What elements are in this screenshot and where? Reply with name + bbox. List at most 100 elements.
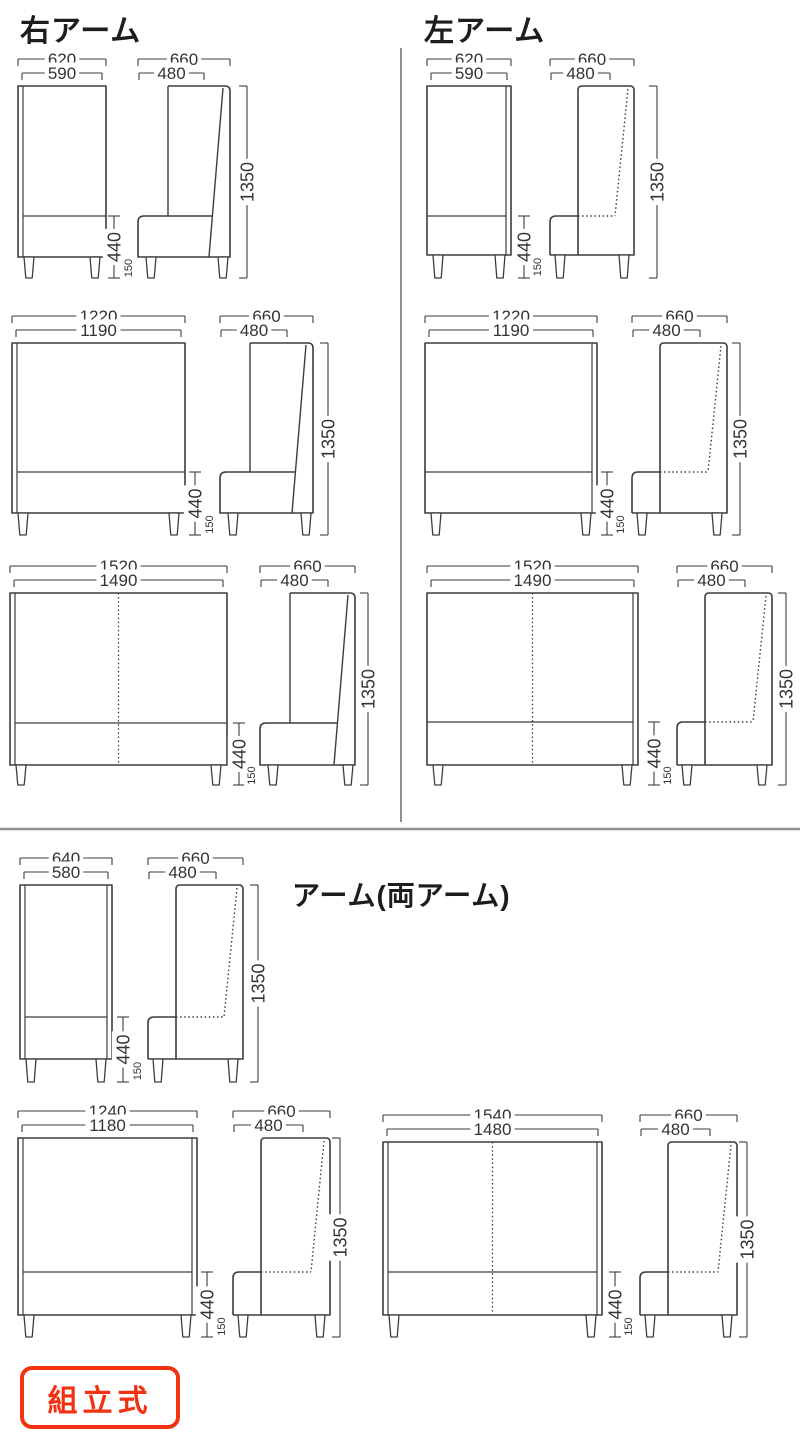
seat-bump-outline [232, 1271, 261, 1315]
leg-height-dim-label: 150 [204, 515, 216, 533]
leg [145, 256, 157, 279]
front-outline [17, 1137, 198, 1316]
front-outline [19, 884, 113, 1060]
leg-height-dim-label: 150 [216, 1317, 228, 1335]
dim-label-mask [183, 485, 205, 522]
front-inner-dim-label: 1180 [89, 1116, 126, 1135]
dim-label-mask [595, 485, 617, 522]
front-outline [9, 592, 228, 766]
leg-height-dim-label: 150 [532, 258, 544, 276]
leg [430, 512, 442, 536]
leg [168, 512, 180, 536]
seat-bump-outline [676, 721, 705, 765]
height-dim-label: 1350 [647, 162, 667, 202]
dim-label-mask [642, 735, 664, 772]
leg-height-dim-label: 150 [132, 1062, 144, 1080]
front-outline [382, 1141, 603, 1316]
dim-label-mask [530, 254, 543, 280]
seat-height-dim-label: 440 [197, 1289, 217, 1319]
leg [721, 1314, 733, 1338]
leg [227, 1058, 239, 1083]
leg [644, 1314, 656, 1338]
dim-label-mask [195, 1286, 217, 1323]
seat-height-dim-label: 440 [185, 488, 205, 518]
side-inner-dim-label: 480 [661, 1120, 689, 1139]
side-view [259, 592, 356, 786]
seat-height-dim-label: 440 [113, 1034, 133, 1064]
dim-label-mask [165, 861, 200, 882]
dim-label-mask [470, 1118, 515, 1139]
seat-height-dim-label: 440 [605, 1289, 625, 1319]
section-title-0: 右アーム [20, 15, 142, 48]
leg [494, 254, 506, 279]
dim-label-mask [694, 569, 729, 590]
side-inner-dim-label: 480 [240, 321, 268, 340]
front-view [17, 85, 107, 279]
dim-label-mask [488, 319, 534, 340]
front-outline [11, 342, 186, 514]
dim-label-mask [451, 62, 487, 83]
dim-label-mask [244, 763, 257, 788]
arm-slab-outline [550, 85, 635, 256]
dim-label-mask [510, 569, 555, 590]
side-inner-dim-label: 480 [157, 64, 185, 83]
dim-label-mask [649, 319, 684, 340]
seat-height-dim-label: 440 [514, 232, 534, 262]
backrest-slant-line [208, 87, 224, 258]
leg [95, 1058, 107, 1083]
side-inner-dim-label: 480 [280, 571, 308, 590]
leg [267, 764, 279, 786]
dim-label-mask [246, 960, 268, 1007]
dim-label-mask [277, 569, 312, 590]
dim-label-mask [214, 1314, 227, 1339]
leg [217, 256, 229, 279]
leg [621, 764, 633, 786]
front-inner-dim-label: 1190 [493, 321, 530, 340]
backrest-slant-line [333, 594, 349, 766]
dim-label-mask [130, 1058, 143, 1084]
arm-slab-outline [233, 1137, 331, 1316]
arm-slab-outline [677, 592, 773, 766]
height-dim-label: 1350 [737, 1219, 757, 1259]
side-view [232, 1137, 331, 1338]
leg [23, 256, 35, 279]
leg [342, 764, 354, 786]
dim-label-mask [328, 1214, 350, 1261]
front-inner-dim-label: 1490 [514, 571, 552, 590]
side-view [631, 342, 728, 536]
leg [681, 764, 693, 786]
front-outline [426, 592, 639, 766]
seat-bump-outline [631, 471, 660, 513]
dim-label-mask [658, 1118, 693, 1139]
dim-label-mask [621, 1314, 634, 1339]
side-inner-dim-label: 480 [168, 863, 196, 882]
front-view [9, 592, 228, 786]
leg [300, 512, 312, 536]
leg [388, 1314, 400, 1338]
arm-slab-outline [148, 884, 244, 1060]
side-view [676, 592, 773, 786]
front-view [382, 1141, 603, 1338]
leg [17, 512, 29, 536]
side-view [219, 342, 314, 536]
arm-slab-outline [640, 1141, 738, 1316]
front-outline [426, 85, 512, 256]
dim-label-mask [563, 62, 598, 83]
side-view [147, 884, 244, 1083]
side-view [137, 85, 231, 279]
leg [585, 1314, 597, 1338]
side-outline [137, 85, 231, 258]
section-title-1: 左アーム [424, 15, 546, 48]
side-inner-dim-label: 480 [566, 64, 594, 83]
dim-label-mask [251, 1114, 286, 1135]
